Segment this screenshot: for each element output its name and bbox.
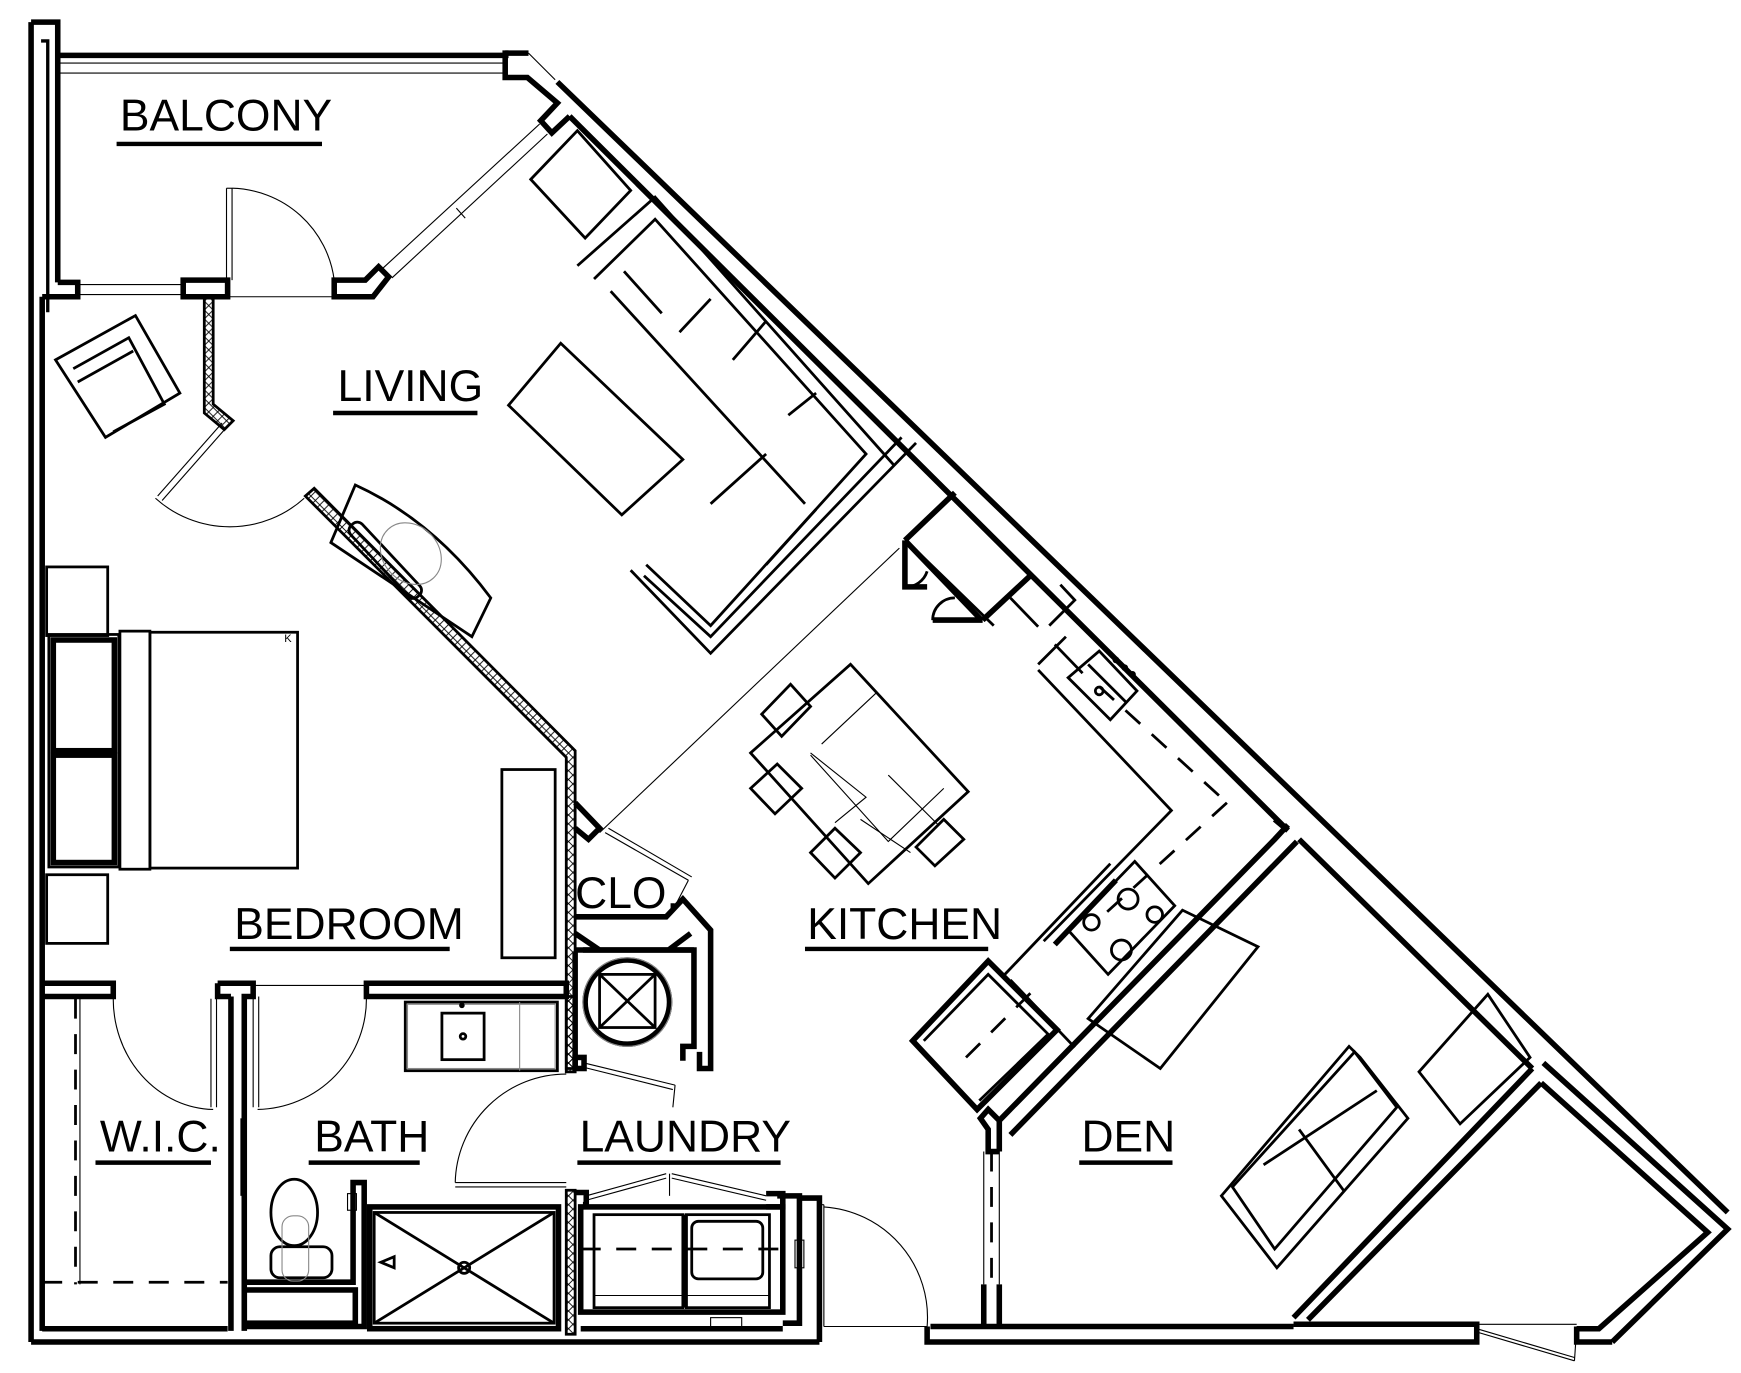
label-den: DEN — [1081, 1113, 1175, 1162]
label-wic: W.I.C. — [100, 1113, 221, 1162]
label-living: LIVING — [338, 362, 484, 411]
room-labels: BALCONY LIVING BEDROOM CLO. KITCHEN W.I.… — [95, 92, 1175, 1165]
label-bath: BATH — [314, 1113, 429, 1162]
label-kitchen: KITCHEN — [807, 900, 1002, 949]
bed-size-mark: K — [284, 633, 292, 645]
label-laundry: LAUNDRY — [580, 1113, 791, 1162]
label-closet: CLO. — [575, 869, 679, 918]
floor-plan-drawing: K — [28, 19, 1732, 1362]
label-bedroom: BEDROOM — [234, 900, 463, 949]
label-balcony: BALCONY — [120, 92, 332, 141]
